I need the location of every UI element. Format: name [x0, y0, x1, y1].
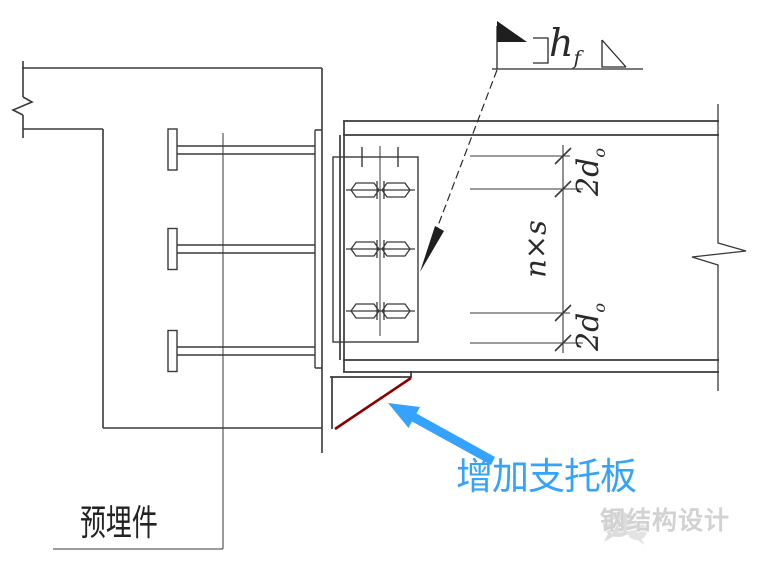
embedded-part-leader [53, 133, 224, 550]
steel-beam [339, 120, 719, 373]
bolts [346, 181, 415, 320]
bracket-highlight-line [334, 376, 412, 431]
weld-size-label: hf [549, 21, 581, 70]
weld-bracket-symbol [533, 37, 549, 64]
field-weld-flag-icon [497, 21, 527, 42]
dimension-lines [470, 145, 583, 353]
dim-label-edge-bottom: 2do [571, 303, 609, 351]
support-plate-note: 增加支托板 [456, 455, 637, 498]
anchor-studs [167, 128, 315, 373]
callout-arrow [388, 403, 495, 465]
fillet-weld-triangle-icon [601, 39, 627, 68]
weld-symbol [420, 21, 643, 272]
beam-break-symbol [691, 104, 747, 391]
dim-label-bolt-spacing: n×s [518, 220, 553, 278]
watermark-brand-text: 钢结构设计 [600, 506, 731, 535]
dim-label-edge-top: 2do [571, 148, 609, 196]
connection-plate [332, 146, 419, 343]
support-bracket [330, 371, 412, 429]
wall-outline [11, 61, 323, 453]
embedded-plate [314, 129, 322, 369]
embedded-part-label: 预埋件 [80, 503, 158, 544]
weld-leader-arrowhead [420, 226, 444, 272]
wechat-logo-icon [603, 511, 647, 545]
watermark: 钢结构设计 [600, 508, 730, 533]
